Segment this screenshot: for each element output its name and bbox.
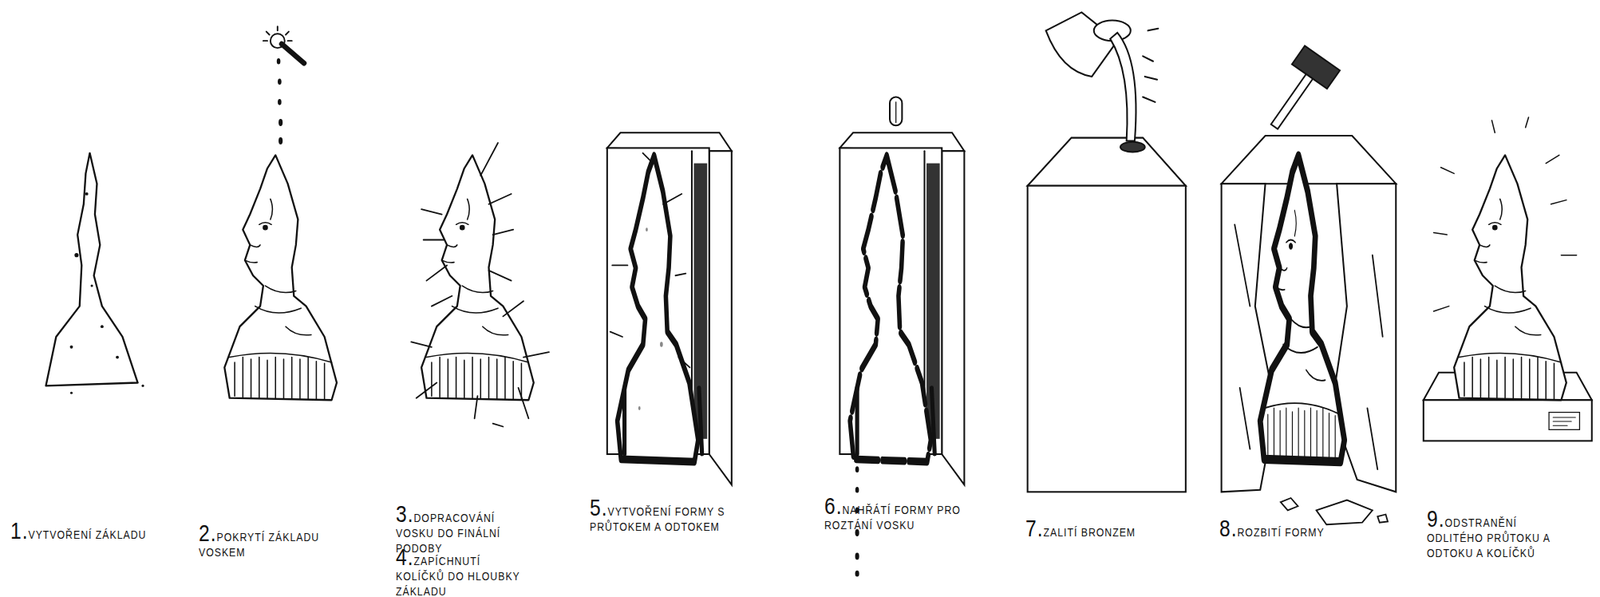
step-caption: 3.DOPRACOVÁNÍ VOSKU DO FINÁLNÍ PODOBY (395, 505, 530, 556)
step-caption: 4.ZAPÍCHNUTÍ KOLÍČKŮ DO HLOUBKY ZÁKLADU (395, 549, 530, 597)
step-caption: 7.ZALITÍ BRONZEM (1025, 520, 1163, 540)
step-caption: 8.ROZBITÍ FORMY (1219, 520, 1351, 540)
step-caption: 5.VYTVOŘENÍ FORMY S PRŮTOKEM A ODTOKEM (589, 499, 747, 534)
step-caption: 2.POKRYTÍ ZÁKLADU VOSKEM (198, 525, 356, 560)
step-caption: 1.VYTVOŘENÍ ZÁKLADU (10, 522, 148, 542)
step-caption: 9.ODSTRANĚNÍ ODLITÉHO PRŮTOKU A ODTOKU A… (1426, 510, 1565, 561)
step-caption: 6.NAHŘÁTÍ FORMY PRO ROZTÁNÍ VOSKU (824, 497, 976, 533)
